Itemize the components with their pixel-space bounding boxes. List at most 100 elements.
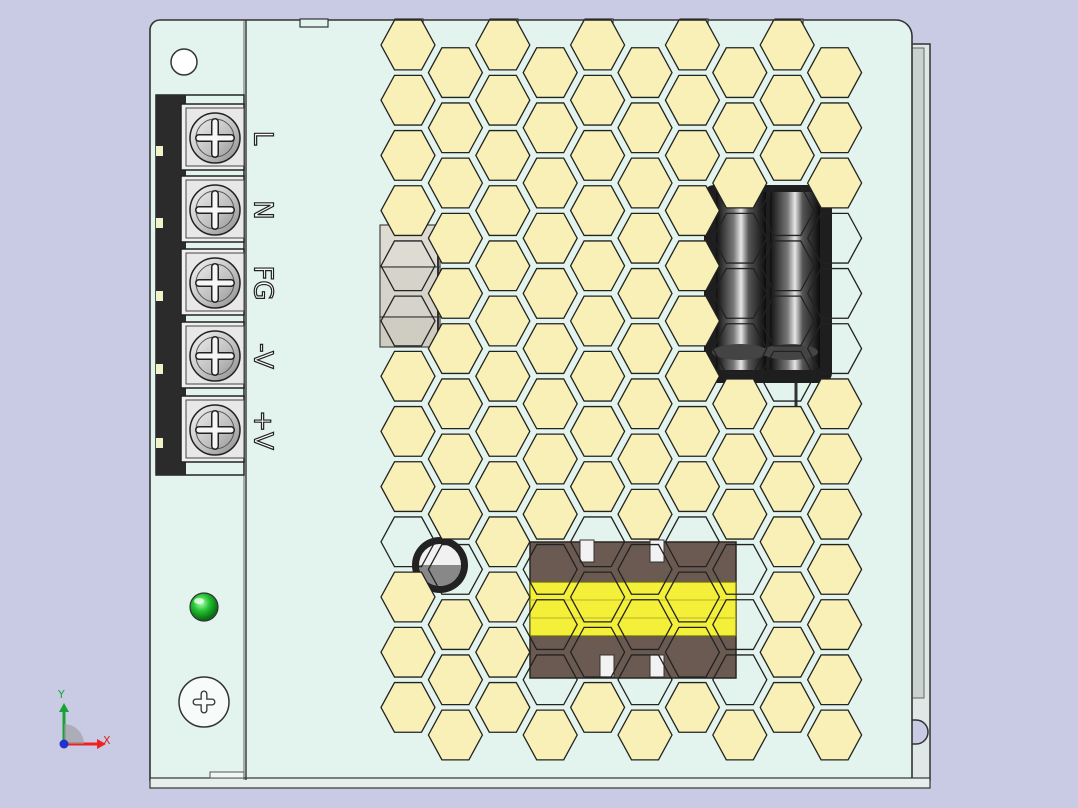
terminal-block <box>155 94 245 476</box>
vent-hole <box>617 212 673 264</box>
vent-hole <box>522 47 578 99</box>
vent-hole <box>475 405 531 457</box>
vent-hole <box>617 157 673 209</box>
vent-hole <box>806 378 863 430</box>
vent-hole <box>617 654 673 706</box>
vent-hole <box>380 185 436 237</box>
vent-hole <box>380 405 436 457</box>
vent-hole <box>664 461 721 513</box>
vent-hole <box>569 461 626 513</box>
vent-hole <box>427 599 484 651</box>
vent-hole <box>569 129 626 181</box>
vent-hole <box>522 323 578 375</box>
vent-hole <box>759 295 815 347</box>
vent-hole <box>569 19 626 71</box>
capacitor <box>704 185 832 410</box>
vent-hole <box>806 654 863 706</box>
vent-hole <box>759 129 815 181</box>
x-axis-letter: X <box>103 734 111 747</box>
vent-hole <box>475 74 531 126</box>
vent-hole <box>617 709 673 761</box>
terminal-screw <box>156 103 245 171</box>
vent-hole <box>427 212 484 264</box>
vent-hole <box>806 157 863 209</box>
y-axis-letter: Y <box>57 688 65 701</box>
vent-hole <box>380 74 436 126</box>
vent-hole <box>617 378 673 430</box>
vent-hole <box>712 654 768 706</box>
vent-hole <box>759 405 815 457</box>
vent-hole <box>664 626 721 678</box>
vent-hole <box>569 681 626 733</box>
vent-hole <box>759 626 815 678</box>
vent-hole <box>427 47 484 99</box>
vent-hole <box>522 654 578 706</box>
power-led <box>189 592 219 622</box>
vent-hole <box>664 571 721 623</box>
vent-hole <box>664 129 721 181</box>
heatsink <box>379 224 441 348</box>
vent-hole <box>569 350 626 402</box>
vent-hole <box>475 516 531 568</box>
vent-hole <box>664 240 721 292</box>
vent-hole <box>712 323 768 375</box>
vent-hole <box>475 626 531 678</box>
vent-hole <box>806 267 863 319</box>
vent-hole <box>569 516 626 568</box>
vent-hole <box>712 488 768 540</box>
vent-hole <box>569 74 626 126</box>
vent-hole <box>712 543 768 595</box>
terminal-screw <box>156 395 245 463</box>
vent-hole <box>712 267 768 319</box>
vent-hole <box>475 461 531 513</box>
terminal-label: FG <box>248 265 278 300</box>
vent-hole <box>522 267 578 319</box>
vent-hole <box>475 571 531 623</box>
vent-hole <box>617 47 673 99</box>
vent-hole <box>380 626 436 678</box>
vent-hole <box>522 212 578 264</box>
vent-hole <box>617 102 673 154</box>
vent-hole <box>427 378 484 430</box>
vent-hole <box>475 185 531 237</box>
adjust-potentiometer <box>178 676 230 728</box>
vent-hole <box>475 350 531 402</box>
vent-hole <box>522 157 578 209</box>
vent-hole <box>712 433 768 485</box>
vent-hole <box>380 295 436 347</box>
vent-hole <box>806 102 863 154</box>
vent-hole <box>569 571 626 623</box>
vent-hole <box>522 433 578 485</box>
vent-hole <box>380 461 436 513</box>
top-tab <box>299 18 329 28</box>
vent-hole <box>569 185 626 237</box>
terminal-label: +V <box>248 410 278 450</box>
vent-hole <box>617 488 673 540</box>
vent-hole <box>759 19 815 71</box>
vent-hole <box>522 102 578 154</box>
vent-hole <box>664 516 721 568</box>
vent-hole <box>664 405 721 457</box>
vent-hole <box>664 19 721 71</box>
vent-hole <box>806 433 863 485</box>
vent-hole <box>759 516 815 568</box>
vent-hole <box>806 543 863 595</box>
vent-hole <box>759 571 815 623</box>
mounting-hole <box>170 48 198 76</box>
vent-hole <box>380 129 436 181</box>
vent-hole <box>380 19 436 71</box>
vent-hole <box>569 405 626 457</box>
vent-hole <box>522 543 578 595</box>
vent-hole <box>759 74 815 126</box>
vent-hole <box>380 681 436 733</box>
vent-hole <box>475 681 531 733</box>
vent-hole <box>522 709 578 761</box>
vent-hole <box>759 240 815 292</box>
vent-hole <box>806 709 863 761</box>
vent-hole <box>664 185 721 237</box>
vent-hole <box>617 599 673 651</box>
vent-hole <box>380 571 436 623</box>
vent-hole <box>712 47 768 99</box>
vent-hole <box>522 378 578 430</box>
vent-hole <box>475 295 531 347</box>
